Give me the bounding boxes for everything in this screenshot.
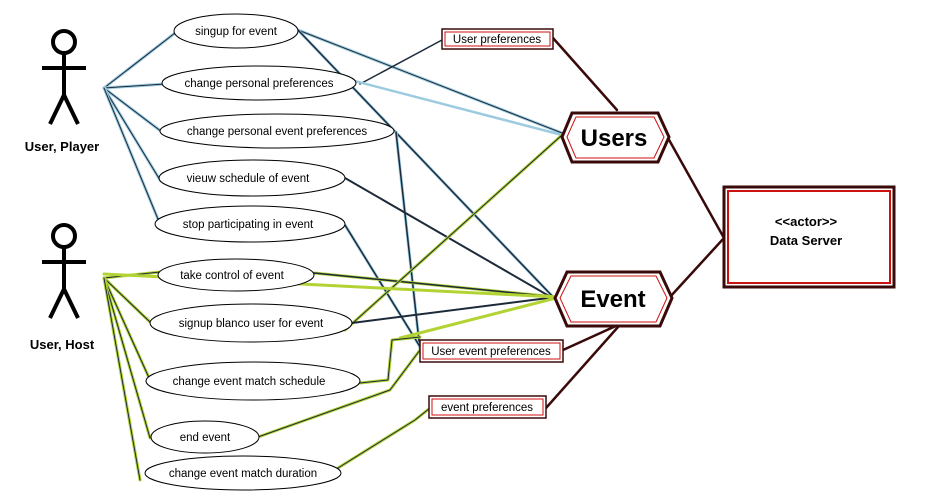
link-matchschedule-box-inner bbox=[359, 336, 421, 384]
use-case-view-schedule-label: vieuw schedule of event bbox=[187, 173, 311, 185]
link-host-match-schedule-inner bbox=[103, 277, 151, 381]
use-cases: singup for event change personal prefere… bbox=[144, 13, 395, 491]
link-prefs-userprefs bbox=[359, 39, 443, 85]
entity-event[interactable]: Event bbox=[553, 270, 674, 328]
link-player-signup-inner bbox=[103, 32, 176, 89]
entity-users-label: Users bbox=[581, 125, 648, 152]
link-eventprefs-event bbox=[544, 325, 620, 410]
use-case-change-match-schedule-label: change event match schedule bbox=[173, 376, 326, 388]
link-control-event-inner bbox=[313, 272, 557, 298]
actor-host-label: User, Host bbox=[30, 337, 95, 352]
link-end-box-inner bbox=[257, 349, 421, 438]
use-case-change-personal-event-preferences-label: change personal event preferences bbox=[187, 126, 368, 138]
box-user-preferences-label: User preferences bbox=[453, 34, 541, 46]
use-case-signup-event[interactable]: singup for event bbox=[173, 13, 299, 49]
link-duration-box-inner bbox=[329, 407, 431, 474]
link-eventprefs-box-inner bbox=[395, 131, 421, 351]
actor-host: User, Host bbox=[30, 223, 95, 352]
use-case-take-control[interactable]: take control of event bbox=[157, 258, 315, 292]
link-prefs-users bbox=[318, 70, 564, 137]
box-user-event-preferences-label: User event preferences bbox=[431, 346, 551, 358]
use-case-end-event[interactable]: end event bbox=[150, 420, 260, 454]
link-player-schedule-inner bbox=[103, 87, 161, 181]
box-event-preferences-label: event preferences bbox=[441, 402, 533, 414]
link-signup-event-inner bbox=[297, 29, 557, 301]
use-case-take-control-label: take control of event bbox=[180, 270, 284, 282]
stick-figure-icon bbox=[42, 29, 86, 125]
box-user-event-preferences[interactable]: User event preferences bbox=[419, 339, 564, 363]
use-case-stop-participating[interactable]: stop participating in event bbox=[154, 205, 346, 243]
entity-event-label: Event bbox=[580, 286, 645, 313]
link-users-server bbox=[666, 136, 726, 240]
use-case-change-personal-event-preferences[interactable]: change personal event preferences bbox=[159, 113, 395, 149]
link-host-blanco-inner bbox=[103, 277, 151, 323]
use-case-end-event-label: end event bbox=[180, 432, 231, 444]
link-blanco-users-inner bbox=[344, 134, 563, 331]
use-case-change-personal-preferences[interactable]: change personal preferences bbox=[161, 65, 357, 101]
entity-links bbox=[544, 36, 726, 410]
host-links bbox=[102, 270, 162, 482]
link-signup-users-inner bbox=[297, 29, 563, 134]
use-case-signup-event-label: singup for event bbox=[195, 26, 278, 38]
link-host-duration-inner bbox=[103, 277, 141, 481]
box-user-preferences[interactable]: User preferences bbox=[441, 28, 554, 50]
link-player-stop-inner bbox=[103, 87, 161, 225]
use-case-change-match-duration-label: change event match duration bbox=[169, 468, 317, 480]
use-case-change-match-duration[interactable]: change event match duration bbox=[144, 455, 342, 491]
connectors bbox=[102, 28, 726, 482]
actor-player: User, Player bbox=[25, 29, 99, 154]
use-case-stop-participating-label: stop participating in event bbox=[183, 219, 314, 231]
link-player-prefs-inner bbox=[103, 83, 166, 89]
use-case-view-schedule[interactable]: vieuw schedule of event bbox=[158, 159, 346, 197]
stick-figure-icon bbox=[42, 223, 86, 319]
link-event-server bbox=[668, 236, 726, 299]
link-schedule-event bbox=[344, 177, 557, 301]
link-host-end-inner bbox=[103, 277, 151, 439]
link-userprefs-users bbox=[551, 36, 619, 112]
player-links bbox=[102, 31, 177, 226]
data-server-name: Data Server bbox=[770, 233, 842, 248]
data-boxes: User preferences User event preferences … bbox=[419, 28, 564, 419]
box-event-preferences[interactable]: event preferences bbox=[428, 395, 547, 419]
use-case-change-match-schedule[interactable]: change event match schedule bbox=[145, 361, 361, 401]
usecase-links bbox=[102, 28, 564, 475]
link-usereventprefs-event bbox=[561, 323, 620, 352]
use-case-change-personal-preferences-label: change personal preferences bbox=[185, 78, 334, 90]
entity-users[interactable]: Users bbox=[560, 111, 671, 164]
use-case-signup-blanco[interactable]: signup blanco user for event bbox=[149, 303, 353, 343]
actor-player-label: User, Player bbox=[25, 139, 99, 154]
link-blanco-event bbox=[351, 296, 557, 324]
data-server[interactable]: <<actor>> Data Server bbox=[722, 185, 896, 289]
link-box-event-green bbox=[398, 296, 558, 340]
use-case-signup-blanco-label: signup blanco user for event bbox=[179, 318, 324, 330]
link-player-event-prefs-inner bbox=[103, 87, 163, 133]
data-server-stereotype: <<actor>> bbox=[775, 214, 838, 229]
